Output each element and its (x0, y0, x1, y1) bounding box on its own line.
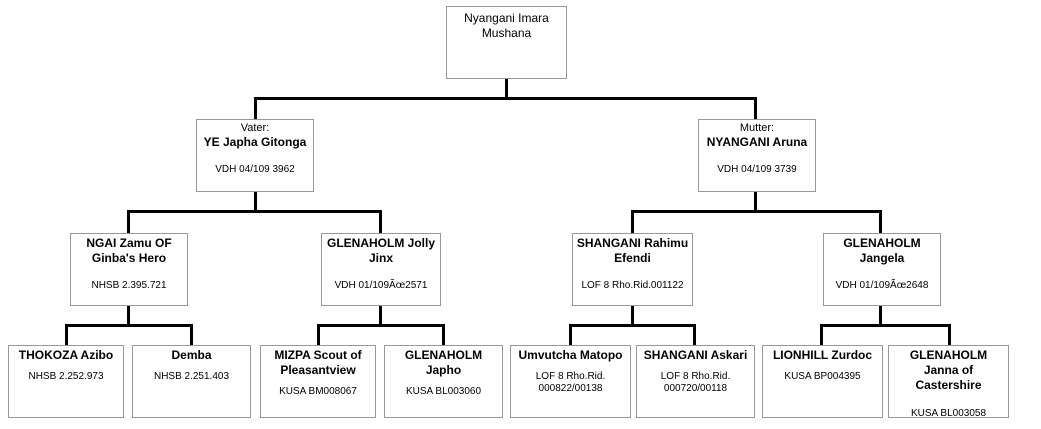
grandparent-reg: VDH 01/109Ãœ2648 (835, 280, 929, 291)
grandparent-name: GLENAHOLM Jolly Jinx (326, 236, 435, 265)
great-grandparent-box: Demba NHSB 2.251.403 (132, 345, 251, 418)
grandparent-box: NGAI Zamu OF Ginba's Hero NHSB 2.395.721 (70, 233, 188, 306)
connector-line (754, 192, 757, 212)
great-grandparent-box: THOKOZA Azibo NHSB 2.252.973 (8, 345, 124, 418)
connector-line (631, 210, 882, 213)
connector-line (631, 306, 634, 326)
grandparent-name: NGAI Zamu OF Ginba's Hero (86, 236, 172, 265)
great-grandparent-reg: NHSB 2.251.403 (153, 371, 230, 382)
mother-box: Mutter: NYANGANI Aruna VDH 04/109 3739 (698, 119, 816, 192)
great-grandparent-name: Demba (171, 348, 212, 362)
great-grandparent-name: SHANGANI Askari (643, 348, 748, 362)
great-grandparent-box: SHANGANI Askari LOF 8 Rho.Rid. 000720/00… (636, 345, 755, 418)
connector-line (820, 325, 823, 345)
mother-reg: VDH 04/109 3739 (717, 164, 797, 175)
great-grandparent-name: LIONHILL Zurdoc (772, 348, 873, 362)
great-grandparent-reg: KUSA BL003060 (405, 386, 482, 397)
great-grandparent-name: GLENAHOLM Japho (404, 348, 483, 377)
connector-line (254, 97, 757, 100)
connector-line (317, 324, 445, 327)
great-grandparent-name: THOKOZA Azibo (18, 348, 114, 362)
grandparent-box: SHANGANI Rahimu Efendi LOF 8 Rho.Rid.001… (572, 233, 693, 306)
grandparent-name: SHANGANI Rahimu Efendi (576, 236, 689, 265)
grandparent-box: GLENAHOLM Jangela VDH 01/109Ãœ2648 (823, 233, 941, 306)
connector-line (379, 211, 382, 233)
grandparent-reg: LOF 8 Rho.Rid.001122 (581, 280, 684, 291)
connector-line (254, 192, 257, 212)
connector-line (65, 324, 193, 327)
connector-line (65, 325, 68, 345)
father-reg: VDH 04/109 3962 (215, 164, 295, 175)
connector-line (569, 324, 696, 327)
great-grandparent-reg: LOF 8 Rho.Rid. 000822/00138 (535, 371, 606, 394)
connector-line (127, 210, 382, 213)
connector-line (442, 325, 445, 345)
great-grandparent-reg: KUSA BL003058 (910, 408, 987, 419)
connector-line (127, 306, 130, 326)
grandparent-reg: NHSB 2.395.721 (91, 280, 167, 291)
great-grandparent-reg: KUSA BM008067 (279, 386, 357, 397)
connector-line (379, 306, 382, 326)
grandparent-reg: VDH 01/109Ãœ2571 (334, 280, 428, 291)
mother-role: Mutter: (739, 122, 775, 134)
connector-line (879, 306, 882, 326)
father-role: Vater: (240, 122, 270, 134)
connector-line (254, 98, 257, 119)
grandparent-name: GLENAHOLM Jangela (843, 236, 921, 265)
connector-line (820, 324, 951, 327)
great-grandparent-box: GLENAHOLM Janna of Castershire KUSA BL00… (888, 345, 1009, 419)
grandparent-box: GLENAHOLM Jolly Jinx VDH 01/109Ãœ2571 (321, 233, 441, 306)
father-box: Vater: YE Japha Gitonga VDH 04/109 3962 (196, 119, 314, 192)
root-name: Nyangani Imara Mushana (464, 11, 549, 40)
great-grandparent-box: GLENAHOLM Japho KUSA BL003060 (384, 345, 503, 418)
father-name: YE Japha Gitonga (203, 135, 307, 149)
mother-name: NYANGANI Aruna (706, 135, 808, 149)
great-grandparent-name: GLENAHOLM Janna of Castershire (909, 348, 988, 392)
connector-line (127, 211, 130, 233)
great-grandparent-name: MIZPA Scout of Pleasantview (274, 348, 362, 377)
connector-line (693, 325, 696, 345)
connector-line (317, 325, 320, 345)
great-grandparent-reg: LOF 8 Rho.Rid. 000720/00118 (660, 371, 731, 394)
connector-line (190, 325, 193, 345)
great-grandparent-reg: NHSB 2.252.973 (28, 371, 104, 382)
connector-line (879, 211, 882, 233)
connector-line (631, 211, 634, 233)
great-grandparent-box: LIONHILL Zurdoc KUSA BP004395 (762, 345, 883, 418)
great-grandparent-name: Umvutcha Matopo (518, 348, 623, 362)
root-box: Nyangani Imara Mushana (446, 6, 567, 79)
great-grandparent-box: Umvutcha Matopo LOF 8 Rho.Rid. 000822/00… (510, 345, 631, 418)
great-grandparent-box: MIZPA Scout of Pleasantview KUSA BM00806… (260, 345, 376, 418)
connector-line (569, 325, 572, 345)
connector-line (948, 325, 951, 345)
great-grandparent-reg: KUSA BP004395 (784, 371, 861, 382)
connector-line (505, 78, 508, 98)
connector-line (754, 98, 757, 119)
